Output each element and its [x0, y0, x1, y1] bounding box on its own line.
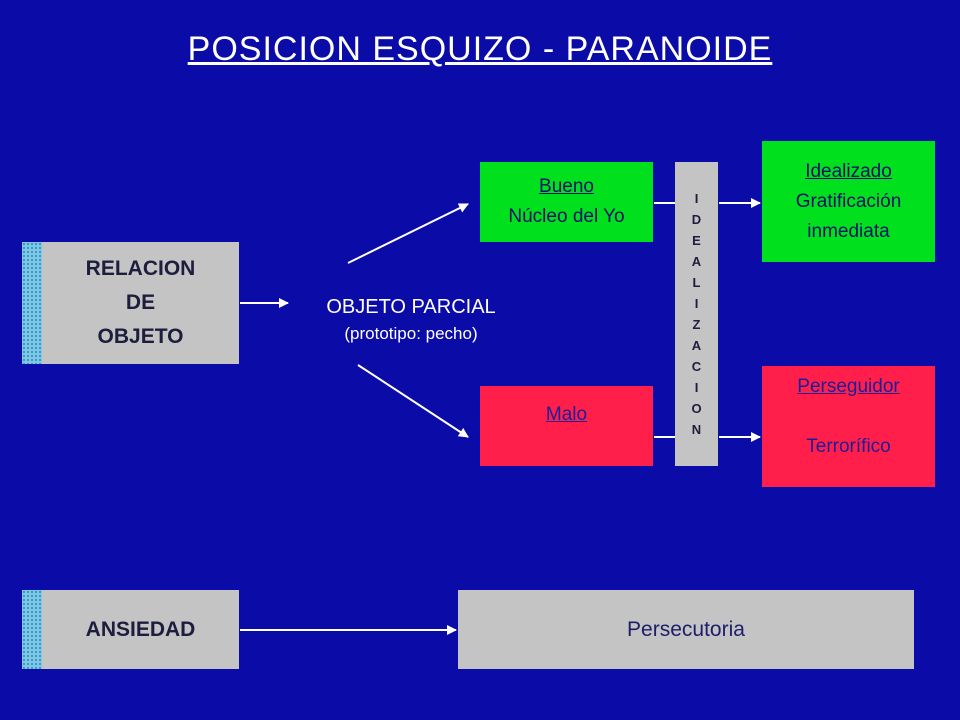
ansiedad-label: ANSIEDAD [85, 617, 196, 641]
idealizacion-letter: A [691, 338, 702, 353]
perseguidor-heading: Perseguidor [797, 376, 900, 397]
idealizacion-bar: I D E A L I Z A C I O N [675, 162, 718, 466]
idealizado-line-2: inmediata [807, 220, 890, 242]
malo-heading: Malo [545, 404, 588, 425]
objeto-parcial-line-2: (prototipo: pecho) [344, 324, 478, 343]
idealizacion-letter: I [694, 380, 699, 395]
bueno-heading: Bueno [539, 176, 594, 197]
idealizado-line-1: Gratificación [795, 190, 902, 212]
idealizacion-letter: I [694, 296, 699, 311]
relacion-line-3: OBJETO [97, 325, 184, 348]
relacion-line-1: RELACION [85, 257, 196, 280]
bueno-box: Bueno Núcleo del Yo [480, 162, 653, 242]
relacion-de-objeto-box: RELACION DE OBJETO [22, 242, 239, 364]
perseguidor-text: Terrorífico [806, 436, 891, 457]
idealizado-box: Idealizado Gratificación inmediata [762, 141, 935, 262]
idealizado-heading: Idealizado [805, 160, 892, 182]
idealizacion-letter: L [692, 275, 701, 290]
arrow-objeto-to-bueno [347, 203, 469, 264]
idealizacion-letter: O [691, 401, 702, 416]
dotted-stripe [22, 242, 42, 364]
dotted-stripe [22, 590, 42, 669]
objeto-parcial-line-1: OBJETO PARCIAL [326, 296, 496, 318]
persecutoria-box: Persecutoria [458, 590, 914, 669]
relacion-line-2: DE [125, 291, 156, 314]
ansiedad-box: ANSIEDAD [22, 590, 239, 669]
malo-box: Malo [480, 386, 653, 466]
idealizacion-letter: C [691, 359, 702, 374]
idealizacion-letter: D [691, 212, 702, 227]
bueno-text: Núcleo del Yo [508, 206, 625, 227]
objeto-parcial-label: OBJETO PARCIAL (prototipo: pecho) [296, 288, 526, 352]
idealizacion-letter: I [694, 191, 699, 206]
arrow-objeto-to-malo [357, 364, 469, 438]
diagram-title: POSICION ESQUIZO - PARANOIDE [187, 30, 773, 68]
persecutoria-label: Persecutoria [627, 617, 745, 641]
idealizacion-letter: A [691, 254, 702, 269]
idealizacion-letter: N [691, 422, 702, 437]
idealizacion-letter: E [692, 233, 701, 248]
perseguidor-box: Perseguidor Terrorífico [762, 366, 935, 487]
idealizacion-letter: Z [692, 317, 701, 332]
